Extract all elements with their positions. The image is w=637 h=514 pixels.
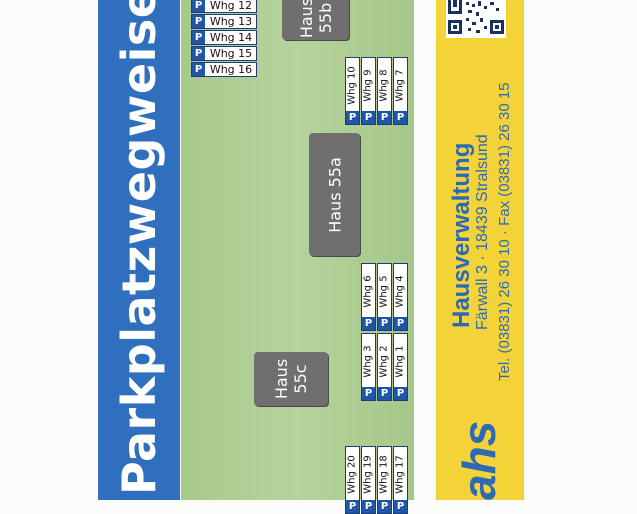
parking-sign-whg-14: P Whg 14 [191,30,257,45]
parking-p-icon: P [192,63,205,76]
company-name: Hausverwaltung [448,142,475,328]
parking-p-icon: P [192,0,205,12]
parking-p-icon: P [378,111,391,124]
parking-sign-label: Whg 8 [379,69,390,102]
parking-p-icon: P [362,500,375,513]
company-address: Färwall 3 · 18439 Stralsund [474,134,491,330]
parking-sign-whg-7: Whg 7 P [393,57,408,125]
parking-sign-label: Whg 2 [379,345,390,378]
parking-sign-label: Whg 6 [363,275,374,308]
parking-sign-whg-13: P Whg 13 [191,14,257,29]
parking-sign-whg-20: Whg 20 P [345,446,360,514]
parking-sign-whg-17: Whg 17 P [393,446,408,514]
parking-sign-whg-19: Whg 19 P [361,446,376,514]
parking-sign-label: Whg 9 [363,69,374,102]
parking-sign-label: Whg 7 [395,69,406,102]
parking-p-icon: P [362,387,375,400]
parking-sign-whg-12: P Whg 12 [191,0,257,13]
parking-sign-label: Whg 10 [347,66,359,105]
parking-sign-label: Whg 18 [379,455,391,494]
qr-code-icon [446,0,506,38]
parking-sign-whg-9: Whg 9 P [361,57,376,125]
parking-sign-label: Whg 4 [395,275,406,308]
parking-sign-label: Whg 16 [209,63,253,76]
parking-p-icon: P [394,317,407,330]
house-55a-label: Haus 55a [325,156,344,233]
parking-p-icon: P [362,111,375,124]
parking-sign-label: Whg 14 [209,31,253,44]
map-title: Parkplatzwegweiser [112,0,166,495]
parking-sign-whg-8: Whg 8 P [377,57,392,125]
parking-sign-label: Whg 3 [363,345,374,378]
house-55c-label: Haus 55c [272,358,310,400]
parking-sign-label: Whg 12 [209,0,253,12]
parking-p-icon: P [394,111,407,124]
company-phone: Tel. (03831) 26 30 10 · Fax (03831) 26 3… [496,82,513,381]
parking-sign-whg-15: P Whg 15 [191,46,257,61]
parking-sign-whg-16: P Whg 16 [191,62,257,77]
house-55a: Haus 55a [309,133,360,256]
parking-p-icon: P [346,111,359,124]
house-55c: Haus 55c [254,352,328,406]
parking-sign-whg-3: Whg 3 P [361,333,376,401]
parking-p-icon: P [192,47,205,60]
house-55b: Haus 55b [282,0,349,40]
parking-p-icon: P [394,387,407,400]
parking-p-icon: P [192,15,205,28]
company-logo: ahs [453,420,505,500]
parking-sign-label: Whg 15 [209,47,253,60]
parking-sign-label: Whg 5 [379,275,390,308]
parking-sign-whg-4: Whg 4 P [393,263,408,331]
parking-p-icon: P [378,317,391,330]
house-55b-label: Haus 55b [296,0,335,39]
parking-p-icon: P [346,500,359,513]
parking-sign-whg-18: Whg 18 P [377,446,392,514]
parking-sign-whg-2: Whg 2 P [377,333,392,401]
parking-sign-whg-6: Whg 6 P [361,263,376,331]
parking-p-icon: P [378,500,391,513]
parking-sign-whg-1: Whg 1 P [393,333,408,401]
parking-sign-whg-10: Whg 10 P [345,57,360,125]
blue-band [98,0,180,500]
parking-p-icon: P [362,317,375,330]
parking-sign-label: Whg 1 [395,345,406,378]
parking-sign-label: Whg 13 [209,15,253,28]
parking-sign-label: Whg 20 [347,455,359,494]
yellow-band [436,0,524,500]
parking-sign-label: Whg 19 [363,455,375,494]
title-clip: Parkplatzwegweiser [98,0,180,500]
parking-p-icon: P [192,31,205,44]
parking-sign-label: Whg 17 [395,455,407,494]
parking-p-icon: P [394,500,407,513]
parking-map-sheet: Parkplatzwegweiser [98,0,524,514]
parking-sign-whg-5: Whg 5 P [377,263,392,331]
parking-p-icon: P [378,387,391,400]
